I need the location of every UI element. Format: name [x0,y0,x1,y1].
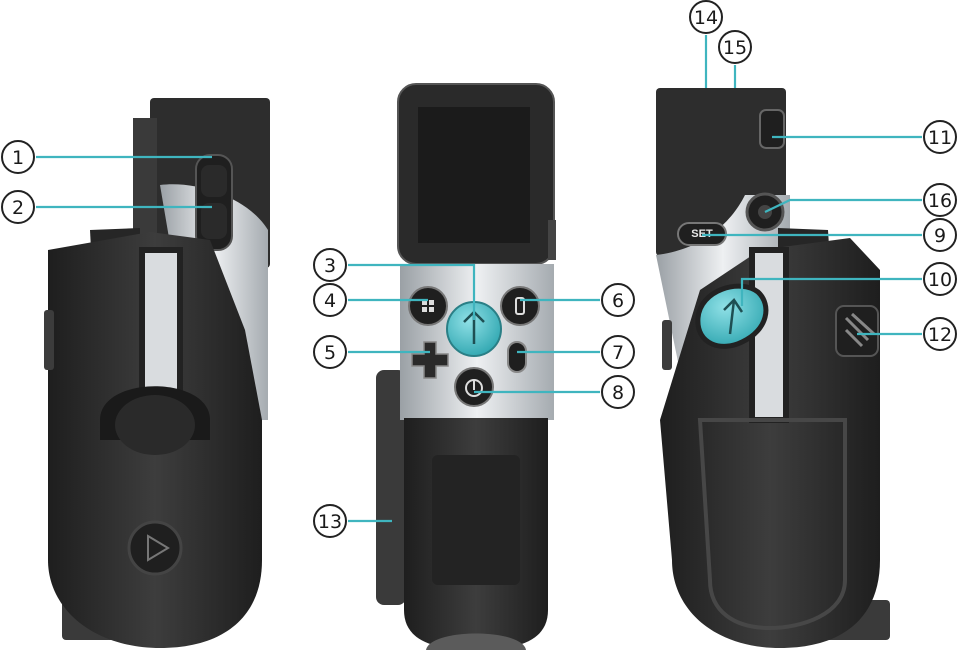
callout-circle [601,335,635,369]
callout-9: 9 [923,218,957,252]
callout-number: 16 [928,190,952,212]
callout-number: 2 [12,197,24,219]
plus-cross-icon [411,341,449,379]
mode-button[interactable] [507,341,527,373]
callout-number: 15 [723,37,747,59]
power-icon [465,379,483,397]
callout-number: 7 [612,342,624,364]
callout-circle [313,504,347,538]
clip-loop-hole [115,395,195,455]
right-side-view: SET [656,88,890,648]
callout-8: 8 [601,375,635,409]
callout-4: 4 [313,283,347,317]
callout-number: 5 [324,342,336,364]
callout-2: 2 [1,190,35,224]
callout-16: 16 [923,183,957,217]
menu-button[interactable] [408,286,448,326]
leader-line-16 [764,198,922,213]
callout-12: 12 [923,317,957,351]
volume-up-button[interactable] [201,165,227,197]
callout-circle [923,218,957,252]
top-switch[interactable] [759,109,785,149]
callout-number: 6 [612,290,624,312]
callout-circle [923,183,957,217]
callout-circle [1,190,35,224]
callout-number: 8 [612,382,624,404]
capsule-icon [507,341,527,373]
callout-14: 14 [689,0,723,34]
callout-number: 11 [928,127,952,149]
callout-circle [601,283,635,317]
callout-number: 3 [324,255,336,277]
rectangle-icon [515,297,525,315]
play-icon [147,534,170,562]
grip-recess [432,455,520,585]
display-screen [418,107,530,243]
callout-number: 14 [694,7,718,29]
callout-circle [313,335,347,369]
callout-15: 15 [718,30,752,64]
callout-7: 7 [601,335,635,369]
clip-track [697,418,847,631]
side-arrow-up-icon [723,298,744,335]
side-ptt-button[interactable] [695,283,769,349]
side-rib [44,310,54,370]
callout-1: 1 [1,140,35,174]
clip-latch[interactable] [835,305,879,357]
leader-line-10 [740,277,922,306]
callout-11: 11 [923,120,957,154]
callout-circle [923,317,957,351]
volume-down-button[interactable] [201,203,227,239]
upper-side-plate [133,118,157,238]
hatch-icon [844,312,876,348]
callout-circle [689,0,723,34]
front-clip [376,370,406,605]
callout-circle [313,248,347,282]
front-view [376,83,556,650]
side-ridge [548,220,556,260]
callout-circle [718,30,752,64]
right-rib [662,320,672,370]
callout-number: 4 [324,290,336,312]
leader-line-3 [348,263,476,320]
left-side-view [44,98,270,648]
callout-number: 9 [934,225,946,247]
callout-number: 12 [928,324,952,346]
callout-5: 5 [313,335,347,369]
callout-circle [313,283,347,317]
callout-13: 13 [313,504,347,538]
callout-number: 1 [12,147,24,169]
callout-number: 10 [928,269,952,291]
bottom-knob[interactable] [127,520,183,576]
callout-circle [601,375,635,409]
dpad-button[interactable] [411,341,449,379]
record-button[interactable] [500,286,540,326]
callout-6: 6 [601,283,635,317]
callout-number: 13 [318,511,342,533]
callout-10: 10 [923,262,957,296]
callout-3: 3 [313,248,347,282]
grid-icon [422,300,434,312]
callout-circle [1,140,35,174]
bottom-cap [426,633,526,650]
callout-circle [923,262,957,296]
power-button[interactable] [454,367,494,407]
callout-circle [923,120,957,154]
